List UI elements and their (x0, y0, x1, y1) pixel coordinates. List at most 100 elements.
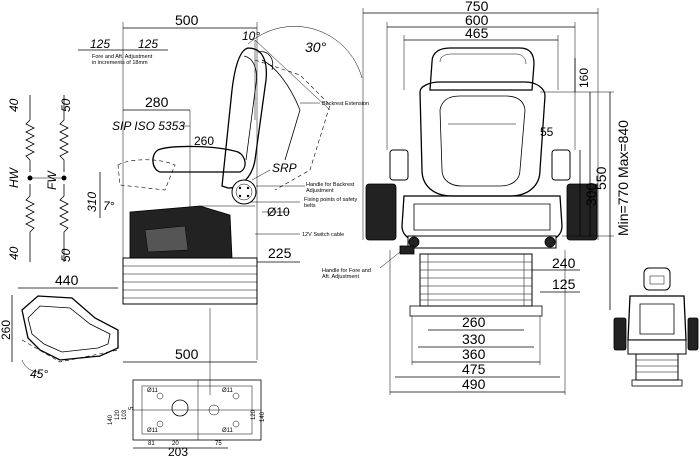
base-plate-view: 140 120 103 5 120 140 Ø11 Ø11 Ø11 Ø11 81… (108, 379, 266, 457)
angle-7: 7° (103, 199, 115, 213)
thumb-left-arm (613, 317, 627, 351)
base-bottom-75: 75 (215, 441, 222, 447)
fixing-points-label-2: belts (304, 203, 316, 209)
srp-leader (251, 169, 271, 181)
wheel-dot-1 (238, 186, 242, 190)
dim-360: 360 (462, 346, 486, 362)
dim-203: 203 (168, 445, 188, 457)
right-armrest-top (551, 149, 571, 181)
hole-dia-2: Ø11 (222, 388, 234, 394)
fore-aft-note-2: in increments of 18mm (92, 60, 148, 66)
backrest-inner (243, 55, 257, 161)
dim-310: 310 (85, 192, 99, 212)
dim-260-base: 260 (462, 314, 486, 330)
dim-440: 440 (55, 272, 79, 288)
hw-label: HW (7, 166, 21, 188)
seat-cushion (152, 145, 246, 173)
left-armrest-side (365, 183, 397, 241)
wheel-dot-2 (246, 186, 250, 190)
dim-300: 300 (583, 182, 599, 206)
angle-45: 45° (30, 367, 48, 381)
rail-roller-left (408, 236, 420, 248)
spring-diagrams: 40 HW 40 50 FW 50 (7, 95, 73, 262)
fw-bottom: 50 (59, 248, 73, 262)
dim-125-right: 125 (138, 37, 158, 51)
seat-thumbnail (613, 267, 699, 387)
dim-750: 750 (465, 0, 489, 14)
dim-125-front: 125 (552, 276, 576, 292)
backrest-extension (261, 59, 301, 161)
dim-260-sip: 260 (194, 134, 214, 148)
fw-spring-bottom (59, 184, 69, 262)
seat-tilted-ghost (117, 159, 176, 191)
angle-10: 10° (242, 29, 260, 43)
dim-225: 225 (268, 245, 292, 261)
handle-backrest-label-1: Handle for Backrest (306, 182, 355, 188)
wheel-dot-4 (246, 194, 250, 198)
base-center-hole (171, 399, 189, 417)
sip-label: SIP ISO 5353 (112, 119, 185, 133)
backrest-extension-label: Backrest Extension (322, 101, 369, 107)
base-right-140: 140 (260, 411, 266, 422)
dim-500-top: 500 (175, 12, 199, 28)
dim-600: 600 (465, 12, 489, 28)
dim-260-arm: 260 (0, 320, 13, 340)
thumb-right-arm (687, 317, 699, 351)
front-bellows-outline (419, 253, 533, 307)
base-right-120: 120 (251, 409, 257, 420)
thumb-backrest (627, 295, 687, 341)
handle-fore-aft-label-1: Handle for Fore and (322, 268, 371, 274)
wheel-inner (235, 183, 253, 201)
arm-angle-arc (21, 359, 41, 373)
thumb-seat (627, 339, 687, 355)
dim-280: 280 (145, 94, 169, 110)
mechanism-rail (407, 235, 557, 249)
dim-height-range: Min=770 Max=840 (615, 120, 631, 236)
seat-center-panel (413, 203, 551, 231)
rail-roller-right (544, 236, 556, 248)
base-frame (409, 305, 543, 317)
side-bellows (122, 257, 258, 305)
fore-aft-handle (399, 245, 415, 255)
armrest-inner (27, 305, 111, 353)
handle-backrest-label-2: Adjustment (306, 188, 334, 194)
thumb-headrest (643, 267, 671, 291)
dim-490: 490 (462, 376, 486, 392)
thumb-base (631, 379, 683, 387)
front-seat-cushion (401, 195, 563, 241)
left-armrest-top (389, 149, 409, 181)
angle-arc (247, 26, 363, 79)
headrest (429, 47, 535, 91)
backrest-adjust-wheel (231, 179, 257, 205)
backrest-center-panel (439, 95, 526, 187)
backrest-tilted-ghost (254, 59, 331, 191)
angle-30: 30° (305, 39, 327, 55)
srp-label: SRP (272, 161, 297, 175)
tilt-ref (254, 39, 331, 111)
armrest-outline (21, 295, 119, 361)
base-bottom-81: 81 (148, 441, 155, 447)
right-armrest-side (566, 183, 598, 241)
dim-500-bottom: 500 (175, 346, 199, 362)
headrest-side (257, 51, 274, 71)
hw-top: 40 (7, 98, 21, 112)
base-hole-4 (232, 420, 240, 428)
hw-spring-bottom (25, 184, 35, 262)
armrest-view: 440 260 45° (0, 272, 119, 381)
fore-aft-note-1: Fore and Aft. Adjustment (92, 54, 153, 60)
base-left-140: 140 (108, 414, 114, 425)
dim-550: 550 (593, 166, 609, 190)
armrest-ghost (21, 339, 119, 363)
base-bottom-20: 20 (172, 441, 179, 447)
bellows-outline (122, 257, 258, 305)
dim-55: 55 (540, 125, 554, 139)
dim-330: 330 (462, 331, 486, 347)
switch-cable-label: 12V Switch cable (302, 232, 344, 238)
headrest-inner (439, 53, 527, 65)
fw-spring-top (59, 95, 69, 172)
dim-160: 160 (577, 68, 591, 88)
front-view: 750 600 465 Handle for Fore and (322, 0, 631, 395)
base-left-103: 103 (122, 409, 128, 420)
